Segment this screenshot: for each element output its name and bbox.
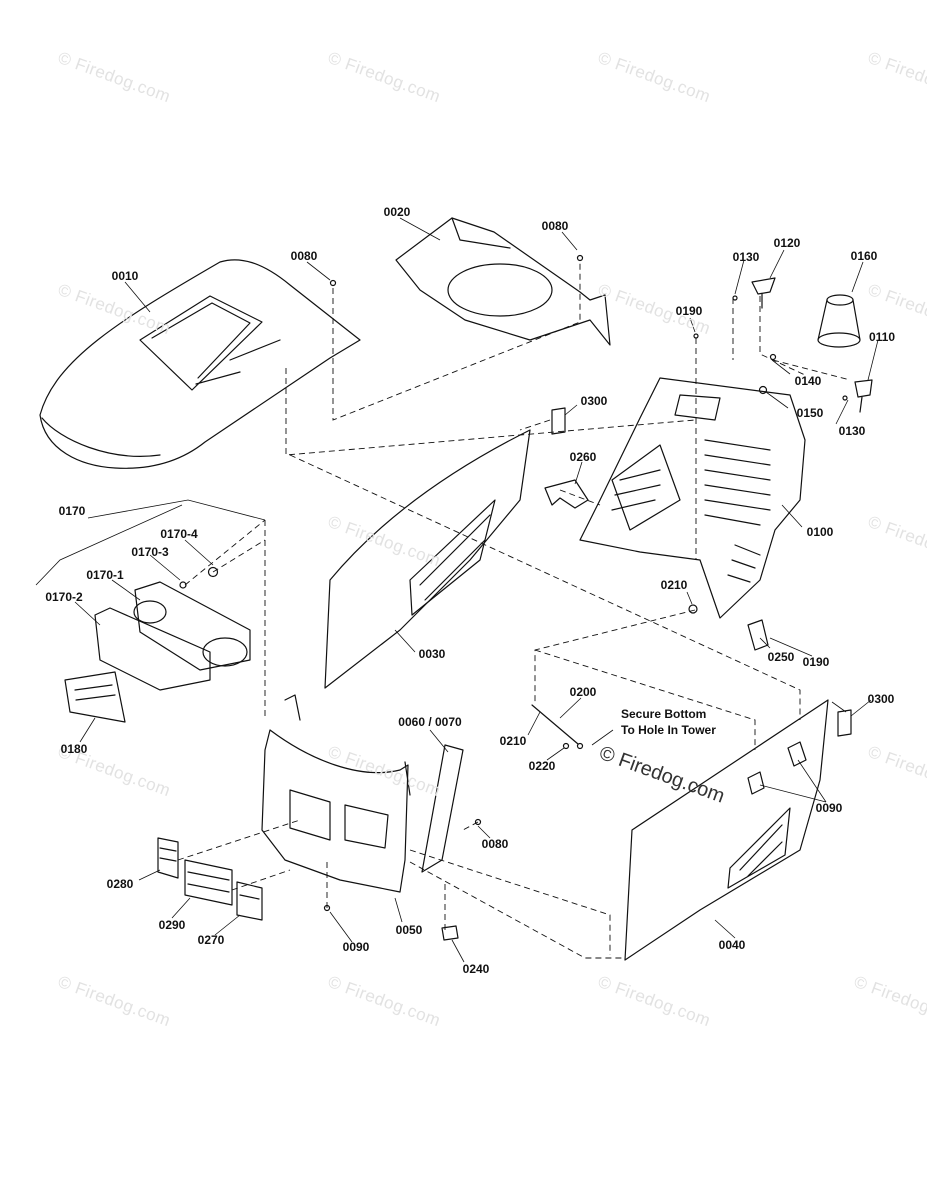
part-label-0270: 0270 (197, 933, 225, 947)
grille-insert-part (64, 671, 126, 723)
headlight-bracket-part (94, 581, 251, 691)
assembly-lines (177, 262, 851, 959)
hood-panel-part (324, 429, 531, 689)
grille-0290-part (184, 859, 233, 906)
part-label-0050: 0050 (395, 923, 423, 937)
part-label-0280: 0280 (106, 877, 134, 891)
part-label-0190: 0190 (675, 304, 703, 318)
dash-panel-part (395, 217, 611, 346)
part-label-0170-1: 0170-1 (86, 568, 124, 582)
part-label-0160: 0160 (850, 249, 878, 263)
part-label-0080: 0080 (541, 219, 569, 233)
part-label-0170-4: 0170-4 (160, 527, 198, 541)
part-label-0030: 0030 (418, 647, 446, 661)
part-label-0200: 0200 (569, 685, 597, 699)
part-label-0100: 0100 (806, 525, 834, 539)
part-label-0010: 0010 (111, 269, 139, 283)
clip-0240-part (441, 925, 459, 941)
assembly-note: Secure Bottom To Hole In Tower (621, 706, 716, 738)
part-label-0290: 0290 (158, 918, 186, 932)
part-label-0020: 0020 (383, 205, 411, 219)
part-label-0300: 0300 (580, 394, 608, 408)
part-label-0080: 0080 (481, 837, 509, 851)
nose-part (261, 694, 411, 893)
part-label-0120: 0120 (773, 236, 801, 250)
side-panel-part (624, 699, 829, 961)
part-label-0220: 0220 (528, 759, 556, 773)
fastener-parts (179, 254, 873, 912)
clip-0260-part (544, 479, 589, 509)
part-label-0130: 0130 (732, 250, 760, 264)
bracket-0300b-part (837, 709, 852, 737)
part-label-0210: 0210 (660, 578, 688, 592)
part-label-0060-0070: 0060 / 0070 (398, 715, 462, 729)
clip-0250-part (747, 619, 769, 651)
grille-0270-part (236, 881, 263, 921)
bracket-0300-part (551, 407, 566, 435)
part-label-0080: 0080 (290, 249, 318, 263)
note-line-2: To Hole In Tower (621, 723, 716, 737)
note-line-1: Secure Bottom (621, 707, 707, 721)
part-label-0040: 0040 (718, 938, 746, 952)
fender-tower-part (579, 377, 806, 619)
rod-part (531, 704, 579, 745)
side-bracket-part (421, 744, 464, 873)
part-label-0130: 0130 (838, 424, 866, 438)
leader-lines (35, 217, 879, 963)
grille-0280-part (157, 837, 179, 879)
part-label-0090: 0090 (815, 801, 843, 815)
part-label-0110: 0110 (868, 330, 896, 344)
part-label-0180: 0180 (60, 742, 88, 756)
hood-part (39, 259, 361, 469)
air-cleaner-part (817, 294, 861, 348)
part-label-0250: 0250 (767, 650, 795, 664)
part-label-0260: 0260 (569, 450, 597, 464)
part-label-0240: 0240 (462, 962, 490, 976)
part-label-0170-3: 0170-3 (131, 545, 169, 559)
part-label-0090: 0090 (342, 940, 370, 954)
part-label-0170-2: 0170-2 (45, 590, 83, 604)
part-label-0140: 0140 (794, 374, 822, 388)
part-label-0190: 0190 (802, 655, 830, 669)
part-label-0150: 0150 (796, 406, 824, 420)
part-label-0300: 0300 (867, 692, 895, 706)
part-label-0210: 0210 (499, 734, 527, 748)
part-label-0170: 0170 (58, 504, 86, 518)
